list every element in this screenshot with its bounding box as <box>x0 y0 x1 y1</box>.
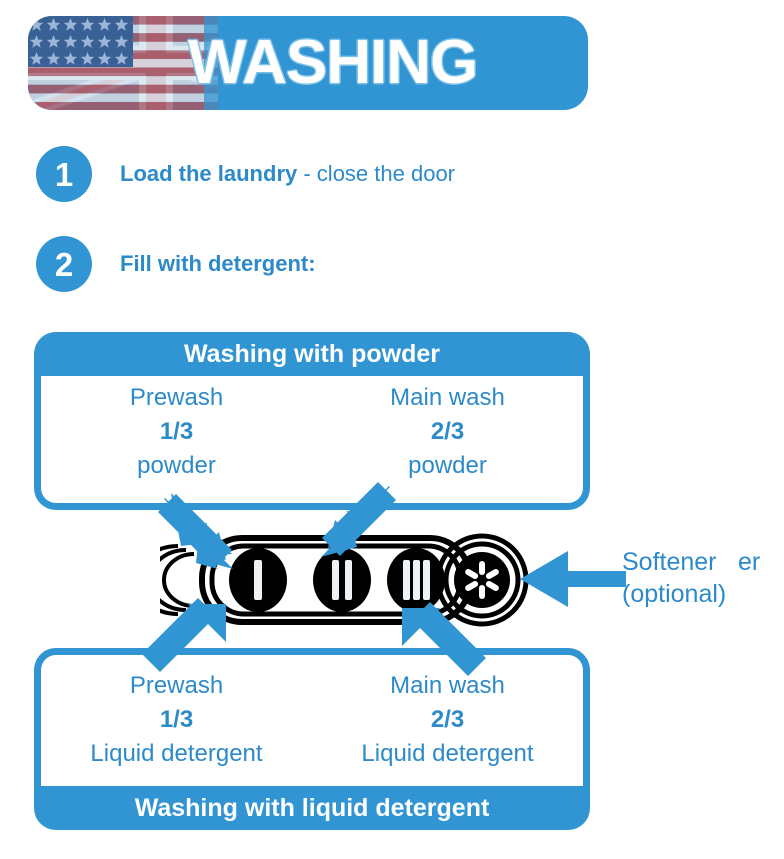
third-compartment-icon <box>387 548 445 612</box>
liquid-mainwash-amount: 2/3 <box>430 706 465 733</box>
powder-box-title: Washing with powder <box>183 339 440 368</box>
powder-mainwash-substance: powder <box>408 452 487 479</box>
powder-mainwash-name: Main wash <box>390 384 505 411</box>
header-banner: WASHING <box>28 16 588 110</box>
step-row-1: 1 Load the laundry - close the door <box>36 146 455 202</box>
washing-with-liquid-detergent-box: Prewash 1/3 Liquid detergent Main wash 2… <box>34 648 590 830</box>
step-number-badge-2: 2 <box>36 236 92 292</box>
softener-label: Softener <box>622 548 717 576</box>
softener-label-overflow: er <box>738 548 761 576</box>
step-text-1-strong: Load the laundry <box>120 161 298 186</box>
liquid-mainwash-column: Main wash 2/3 Liquid detergent <box>312 655 583 786</box>
step-number-badge-1: 1 <box>36 146 92 202</box>
liquid-prewash-name: Prewash <box>129 672 224 699</box>
liquid-box-title: Washing with liquid detergent <box>134 793 490 822</box>
softener-asterisk-icon <box>465 561 499 599</box>
softener-optional-label: (optional) <box>622 580 727 608</box>
liquid-mainwash-substance: Liquid detergent <box>361 740 534 767</box>
powder-mainwash-column: Main wash 2/3 powder <box>312 376 583 503</box>
liquid-prewash-amount: 1/3 <box>159 706 194 733</box>
page-title: WASHING <box>188 28 478 97</box>
powder-prewash-column: Prewash 1/3 powder <box>41 376 312 503</box>
softener-callout: Softener er (optional) <box>622 546 784 610</box>
step-text-2: Fill with detergent: <box>120 251 316 277</box>
us-uk-flag-icon <box>28 16 300 110</box>
powder-prewash-substance: powder <box>137 452 216 479</box>
main-wash-compartment-icon <box>313 548 371 612</box>
liquid-box-body: Prewash 1/3 Liquid detergent Main wash 2… <box>41 655 583 786</box>
liquid-prewash-column: Prewash 1/3 Liquid detergent <box>41 655 312 786</box>
step-text-1: Load the laundry - close the door <box>120 161 455 187</box>
powder-prewash-name: Prewash <box>129 384 224 411</box>
powder-prewash-amount: 1/3 <box>159 418 194 445</box>
liquid-prewash-substance: Liquid detergent <box>90 740 263 767</box>
step-row-2: 2 Fill with detergent: <box>36 236 316 292</box>
detergent-drawer-diagram <box>160 528 560 632</box>
washing-with-powder-box: Washing with powder Prewash 1/3 powder M… <box>34 332 590 510</box>
powder-box-body: Prewash 1/3 powder Main wash 2/3 powder <box>41 376 583 503</box>
step-text-1-light: - close the door <box>297 161 455 186</box>
prewash-compartment-icon <box>229 548 287 612</box>
step-text-2-strong: Fill with detergent: <box>120 251 316 276</box>
softener-label-wrap: Softener er <box>622 546 784 578</box>
liquid-mainwash-name: Main wash <box>390 672 505 699</box>
powder-mainwash-amount: 2/3 <box>430 418 465 445</box>
